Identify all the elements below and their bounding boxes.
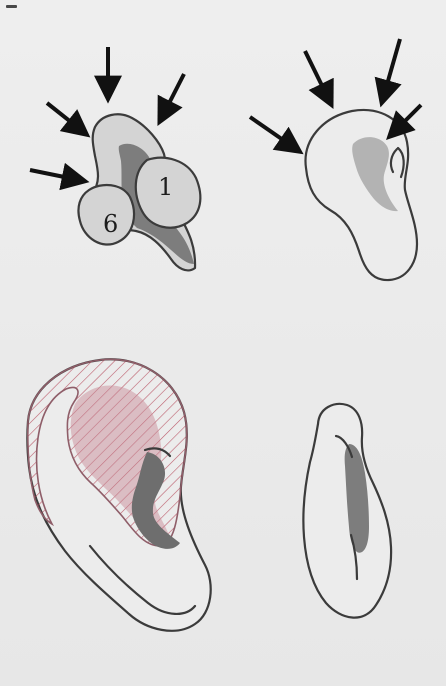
- arrow-top-left-2: [160, 74, 184, 121]
- arrow-top-left-4: [30, 170, 84, 181]
- bottom-left-ear: [27, 359, 210, 630]
- label-1: 1: [158, 173, 173, 201]
- arrow-top-left-3: [47, 103, 86, 134]
- arrow-top-right-2: [382, 39, 400, 102]
- arrow-top-right-1: [305, 51, 331, 104]
- arrow-top-right-3: [250, 117, 299, 151]
- bottom-right-ear: [303, 404, 391, 618]
- top-left-ear: 1 6: [30, 47, 200, 270]
- top-right-ear: [250, 39, 421, 280]
- label-6: 6: [103, 210, 118, 238]
